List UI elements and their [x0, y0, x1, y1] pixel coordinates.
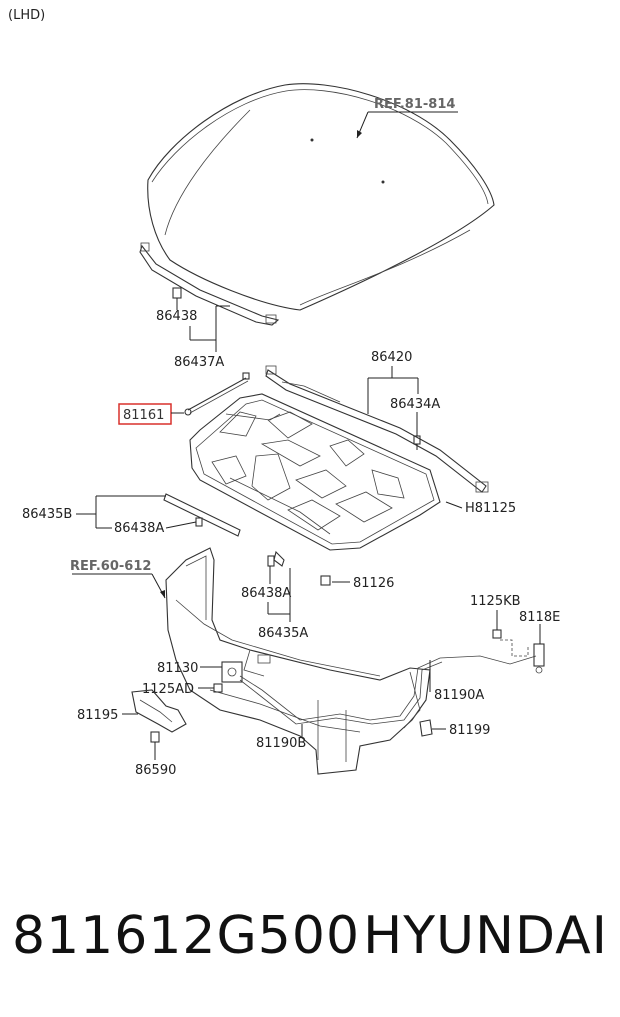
label-H81125: H81125 [465, 501, 516, 516]
release-handle [131, 689, 187, 733]
lower-seal-strip [163, 493, 241, 537]
label-86438A-center: 86438A [241, 586, 291, 601]
label-81190A: 81190A [434, 688, 484, 703]
label-86435B: 86435B [22, 507, 72, 522]
part-number: 811612G500 [12, 906, 361, 966]
label-86434A: 86434A [390, 397, 440, 412]
label-8118E: 8118E [519, 610, 560, 625]
label-81199: 81199 [449, 723, 490, 738]
center-seal-clip [267, 550, 285, 567]
label-86420: 86420 [371, 350, 412, 365]
label-81195: 81195 [77, 708, 118, 723]
hood-panel [147, 83, 495, 311]
highlight-box-81161 [118, 403, 172, 425]
hood-bumper-81126 [320, 575, 331, 586]
safety-catch-8118E [533, 643, 545, 674]
label-86590: 86590 [135, 763, 176, 778]
label-81190B: 81190B [256, 736, 306, 751]
front-panel-assembly [165, 547, 431, 775]
hood-clip [172, 287, 182, 305]
ref-hood: REF.81-814 [374, 97, 455, 112]
label-1125AD: 1125AD [142, 682, 194, 697]
ref-front-panel: REF.60-612 [70, 559, 151, 574]
label-86438: 86438 [156, 309, 197, 324]
footer: 811612G500 HYUNDAI [0, 900, 620, 980]
label-86435A: 86435A [258, 626, 308, 641]
bolt-1125KB [492, 629, 502, 639]
brand-name: HYUNDAI [363, 906, 608, 966]
label-81126: 81126 [353, 576, 394, 591]
release-cable [239, 655, 537, 725]
hood-stay-rod [184, 372, 250, 416]
label-81161: 81161 [123, 408, 164, 423]
hood-seal-strip [265, 365, 489, 493]
hood-front-strip [139, 242, 280, 326]
label-86438A-left: 86438A [114, 521, 164, 536]
screw-86590 [150, 731, 160, 743]
hood-insulator [189, 393, 441, 551]
label-86437A: 86437A [174, 355, 224, 370]
label-1125KB: 1125KB [470, 594, 521, 609]
cable-clip-81199 [419, 719, 433, 737]
drive-side-label: (LHD) [8, 8, 45, 23]
label-81130: 81130 [157, 661, 198, 676]
